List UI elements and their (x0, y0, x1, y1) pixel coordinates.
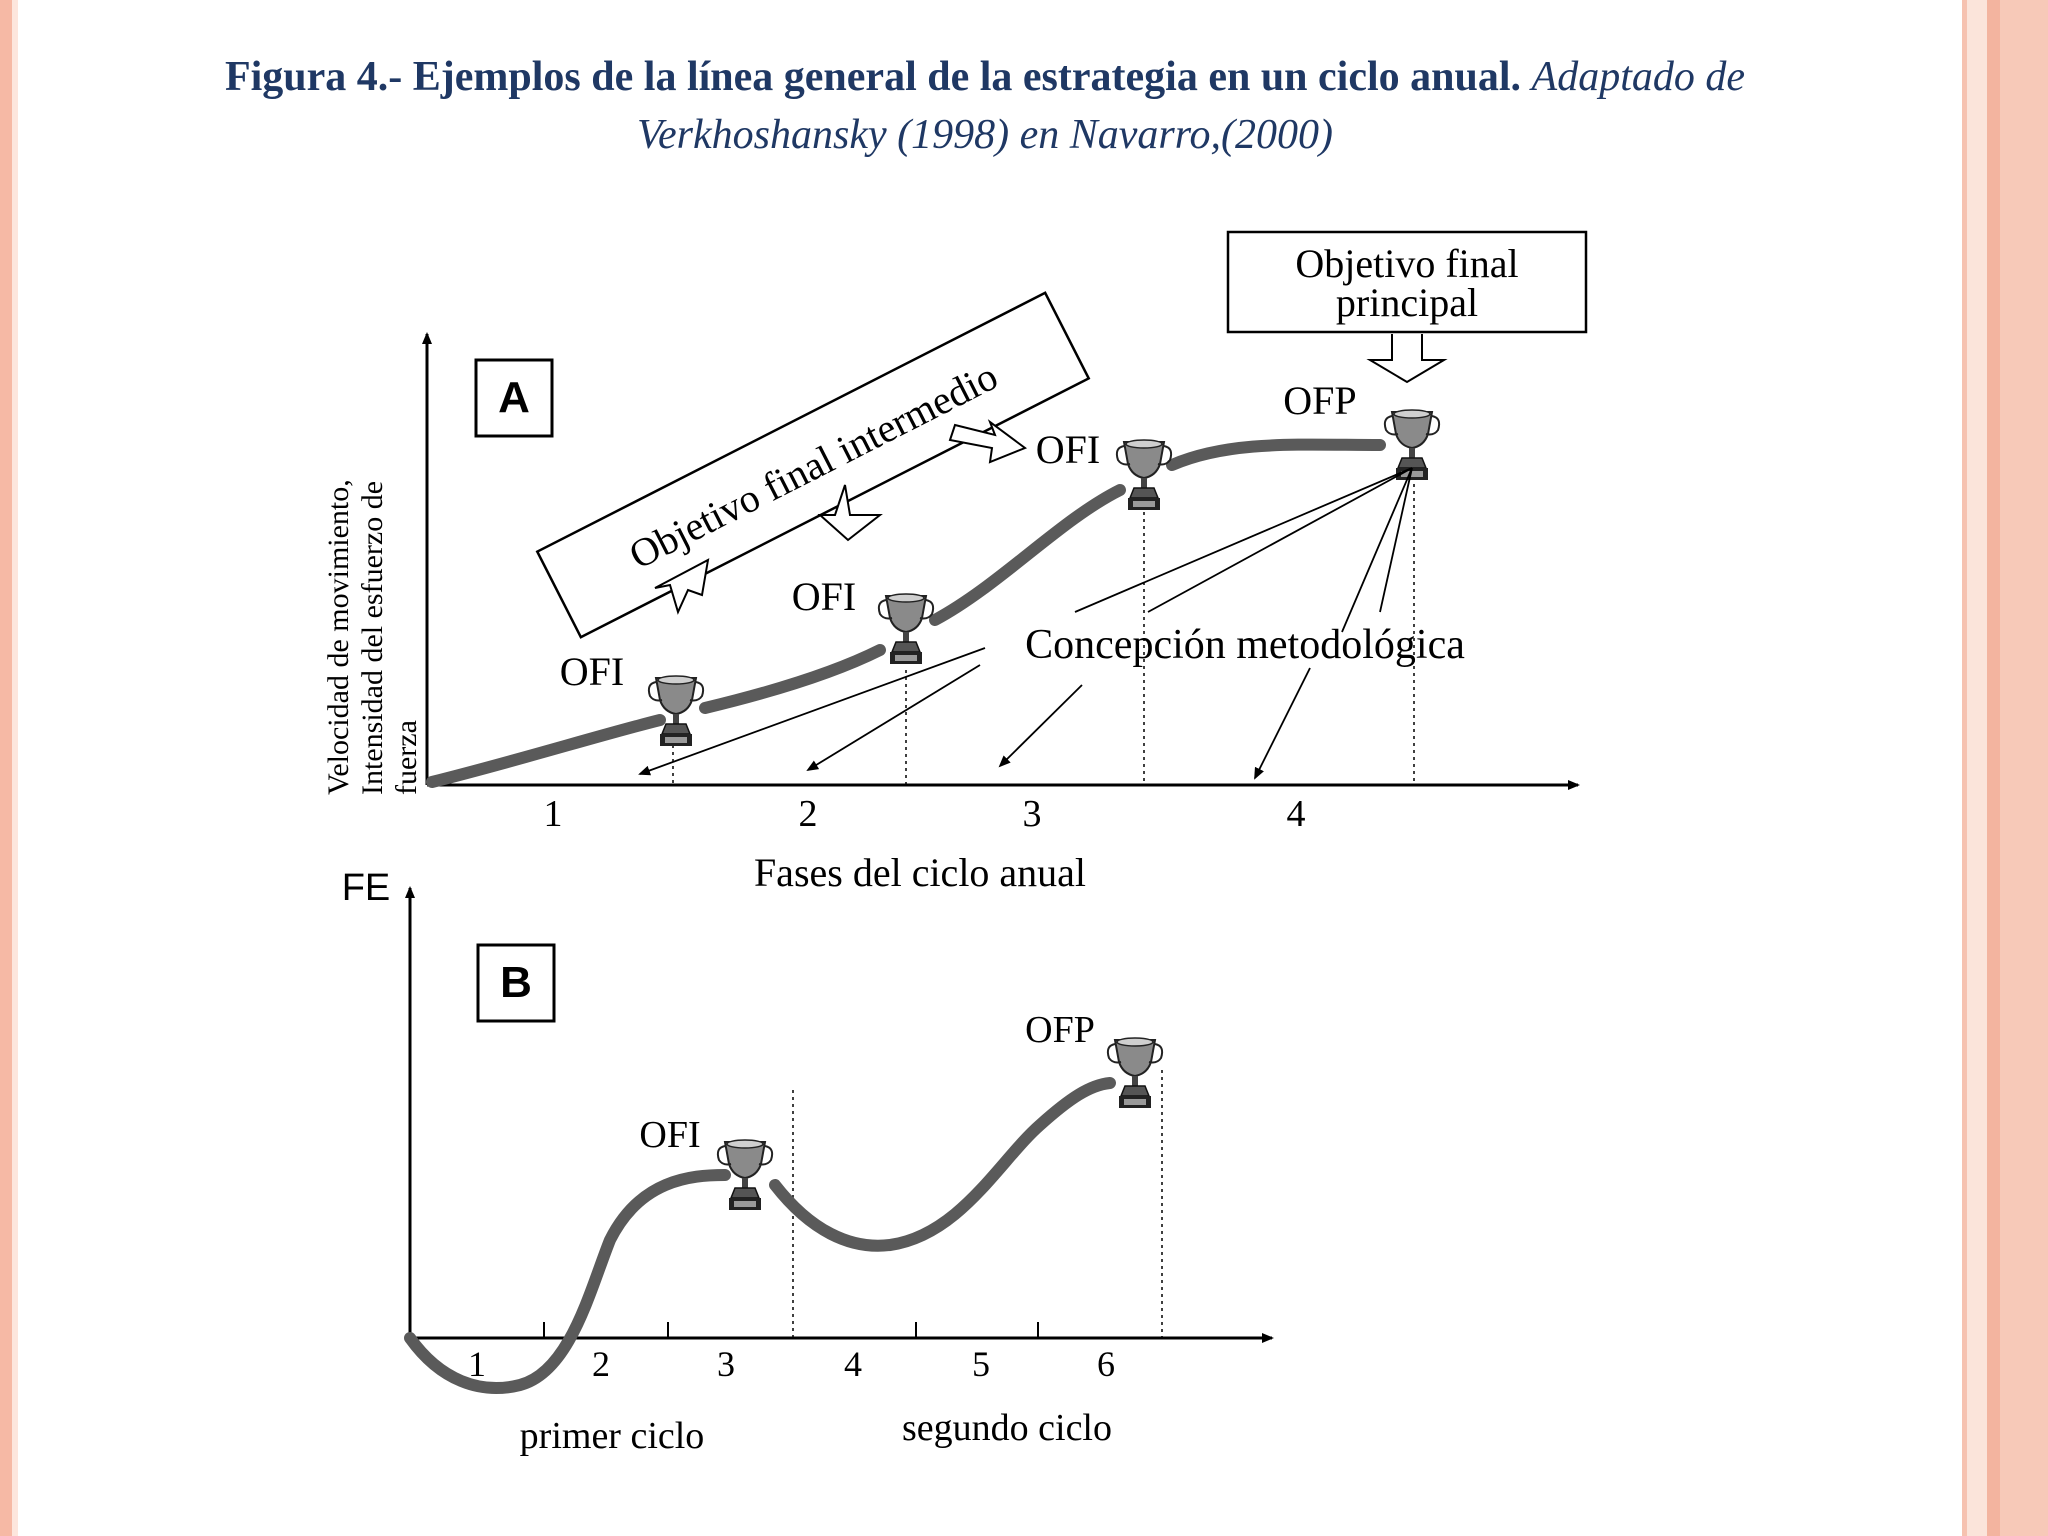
fe-axis-label: FE (342, 867, 391, 909)
progress-curve-segment-1 (426, 714, 666, 788)
panel-b: FE B 1 2 3 4 5 6 primer ciclo segundo ci… (342, 867, 1274, 1457)
figure-caption: Figura 4.- Ejemplos de la línea general … (60, 48, 1910, 164)
slide-edge-left-inner (12, 0, 18, 1536)
fe-curve-second-cycle (769, 1077, 1116, 1252)
tick-label-2: 2 (592, 1344, 610, 1384)
phase-label-2: 2 (799, 793, 818, 835)
panel-b-ticks (543, 1322, 1039, 1338)
phase-label-4: 4 (1287, 793, 1306, 835)
trophy-icon (877, 593, 935, 665)
tick-label-4: 4 (844, 1344, 862, 1384)
ofi-label-1: OFI (560, 649, 624, 694)
panel-b-label-box (476, 943, 556, 1023)
slide-edge-left (0, 0, 12, 1536)
panel-a-label-box (474, 358, 554, 438)
ofp-label: OFP (1283, 378, 1356, 423)
panel-b-label: B (500, 958, 532, 1007)
panel-a: A Velocidad de movimiento, Intensidad de… (322, 230, 1588, 895)
tick-label-6: 6 (1097, 1344, 1115, 1384)
caption-title: Figura 4.- Ejemplos de la línea general … (224, 54, 1522, 100)
trophy-icon (1115, 439, 1173, 511)
trophy-icon (1106, 1037, 1164, 1109)
final-objective-line-2: principal (1336, 280, 1478, 325)
cycle-dividers (792, 1070, 1163, 1338)
phase-label-3: 3 (1023, 793, 1042, 835)
tick-label-3: 3 (717, 1344, 735, 1384)
slide-edge-right-outer (2000, 0, 2048, 1536)
first-cycle-label: primer ciclo (520, 1415, 705, 1457)
y-axis-label-line-3: fuerza (390, 720, 423, 795)
methodology-arrows (638, 467, 1413, 780)
progress-curve-segment-4 (1166, 438, 1386, 471)
fe-curve-first-cycle (404, 1169, 731, 1394)
phase-dividers (672, 470, 1415, 785)
trophy-icon (647, 675, 705, 747)
ofp-label-b: OFP (1025, 1009, 1095, 1051)
intermediate-arrow-2 (817, 484, 883, 542)
progress-curve-segment-2 (699, 644, 886, 714)
ofi-label-2: OFI (792, 574, 856, 619)
panel-a-label: A (498, 373, 530, 422)
intermediate-objective-label: Objetivo final intermedio (622, 353, 1005, 578)
caption-source-1: Adaptado de (1531, 54, 1746, 100)
progress-curve-segment-3 (929, 484, 1126, 626)
final-objective-arrow (1366, 334, 1448, 384)
y-axis-label-line-2: Intensidad del esfuerzo de (356, 481, 389, 795)
ofi-label-3: OFI (1036, 427, 1100, 472)
slide-edge-right (1962, 0, 1967, 1536)
final-objective-line-1: Objetivo final (1295, 241, 1518, 286)
intermediate-arrow-3 (948, 419, 1028, 464)
final-objective-box (1226, 230, 1588, 334)
intermediate-arrow-1 (654, 558, 710, 615)
second-cycle-label: segundo ciclo (902, 1407, 1112, 1449)
x-axis-title: Fases del ciclo anual (754, 850, 1086, 895)
methodology-label: Concepción metodológica (1025, 622, 1465, 668)
tick-label-1: 1 (468, 1344, 486, 1384)
slide-edge-right-light (1967, 0, 1987, 1536)
ofi-label-b: OFI (639, 1114, 700, 1156)
phase-label-1: 1 (544, 793, 563, 835)
y-axis-label-line-1: Velocidad de movimiento, (322, 479, 355, 795)
caption-source-2: Verkhoshansky (1998) en Navarro,(2000) (637, 112, 1333, 158)
tick-label-5: 5 (972, 1344, 990, 1384)
